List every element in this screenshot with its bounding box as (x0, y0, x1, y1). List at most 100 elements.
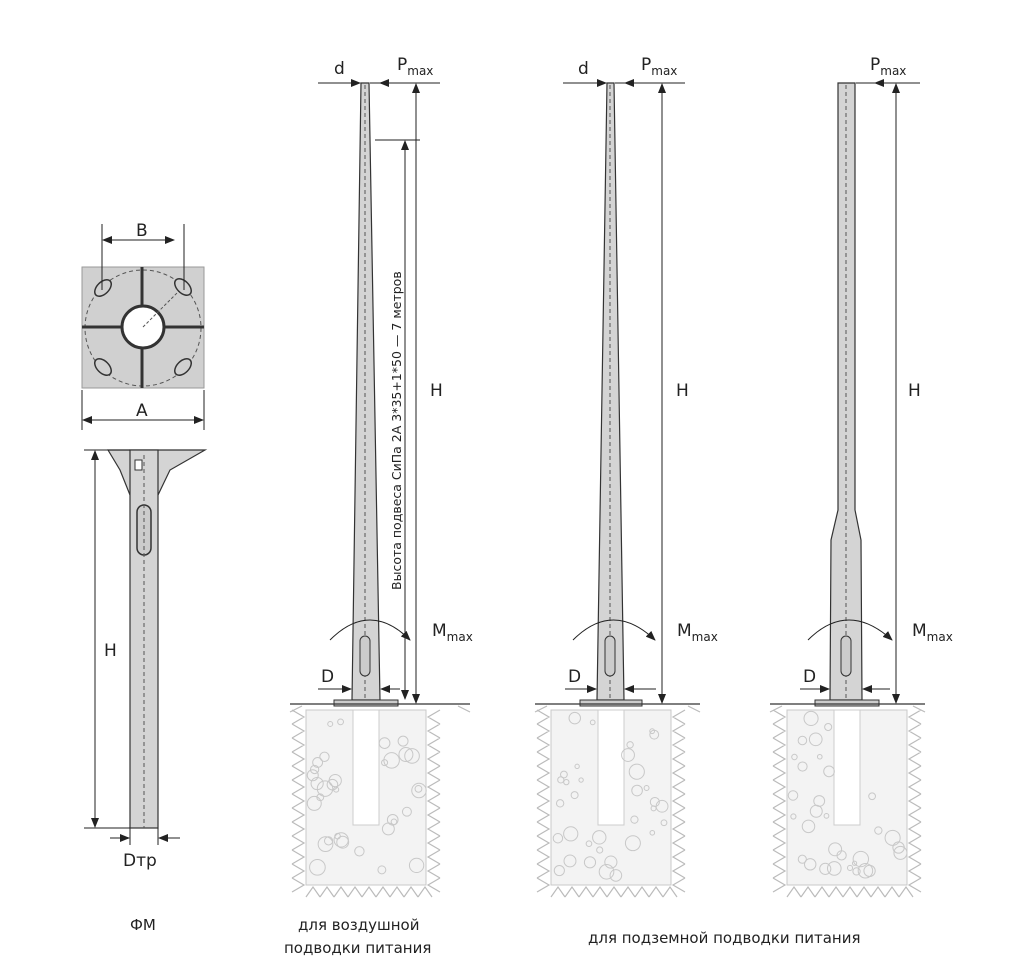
dimension-b-label: B (136, 221, 148, 241)
aggregate (630, 815, 639, 824)
pole-socket (597, 709, 625, 826)
aggregate (589, 719, 596, 726)
aggregate (643, 785, 650, 791)
soil-hatch (534, 705, 701, 898)
aggregate (790, 813, 797, 820)
aggregate (797, 761, 808, 772)
aggregate (819, 862, 832, 875)
aggregate (563, 854, 577, 868)
fm-side-view: H Dтр (84, 449, 208, 871)
aggregate (319, 751, 330, 762)
aggregate (570, 791, 579, 800)
aggregate (803, 710, 819, 727)
aggregate (323, 836, 334, 846)
aggregate (333, 832, 349, 848)
pole2-height-label: H (430, 381, 443, 401)
aggregate (874, 826, 883, 835)
aggregate (631, 784, 643, 797)
foundation-2 (534, 703, 701, 898)
aggregate (552, 833, 564, 844)
aggregate (574, 763, 580, 770)
aggregate (383, 752, 400, 769)
fm-height-label: H (104, 641, 117, 661)
base-diameter-label: D (803, 667, 816, 687)
aggregate (317, 836, 334, 852)
aggregate (649, 829, 656, 836)
pole-socket (352, 709, 380, 826)
foundation-3 (769, 703, 926, 898)
dimension-a-label: A (136, 401, 148, 421)
aggregate (836, 850, 847, 861)
aggregate (378, 737, 391, 749)
caption-overhead-line1: для воздушной (298, 916, 419, 934)
foundations (289, 703, 926, 898)
aggregate (649, 729, 660, 740)
aggregate (801, 819, 816, 834)
aggregate (649, 728, 656, 735)
aggregate (628, 763, 645, 780)
aggregate (408, 857, 425, 874)
aggregate (609, 869, 623, 882)
base-diameter-label: D (568, 667, 581, 687)
aggregate (824, 722, 833, 732)
pole-underground-tapered: d Pmax H Mmax D (563, 55, 718, 707)
top-diameter-label: d (334, 59, 345, 79)
aggregate (626, 741, 634, 749)
aggregate (377, 865, 387, 875)
aggregate (306, 795, 322, 811)
bolt-slots (94, 278, 192, 376)
aggregate (563, 826, 579, 842)
aggregate (397, 735, 409, 747)
aggregate (803, 858, 817, 871)
aggregate (660, 819, 668, 827)
aggregate (401, 806, 412, 817)
pole-underground-stepped: Pmax H Mmax D (800, 55, 953, 707)
aggregate (337, 718, 344, 726)
aggregate (816, 753, 823, 760)
aggregate (585, 840, 593, 848)
aggregate (851, 860, 858, 866)
aggregate (596, 846, 604, 854)
force-label: Pmax (870, 55, 906, 78)
aggregate (328, 773, 342, 788)
suspension-height-label: Высота подвеса СиПа 2А 3*35+1*50 — 7 мет… (389, 271, 404, 590)
caption-overhead-line2: подводки питания (284, 939, 431, 957)
aggregate (381, 759, 389, 767)
foundation-1 (289, 703, 471, 898)
moment-label: Mmax (677, 621, 718, 644)
soil-hatch (289, 705, 471, 898)
aggregate (787, 790, 799, 801)
top-diameter-label: d (578, 59, 589, 79)
moment-label: Mmax (432, 621, 473, 644)
aggregate (598, 863, 615, 880)
aggregate (791, 753, 798, 761)
moment-label: Mmax (912, 621, 953, 644)
aggregate (797, 735, 808, 746)
aggregate (327, 720, 334, 727)
aggregate (309, 859, 326, 876)
aggregate (650, 805, 657, 812)
aggregate (568, 711, 582, 725)
aggregate (316, 780, 334, 797)
aggregate (823, 765, 835, 778)
aggregate (808, 732, 823, 747)
aggregate (655, 799, 669, 813)
aggregate (846, 864, 854, 871)
aggregate (414, 784, 423, 793)
aggregate (852, 867, 861, 876)
aggregate (797, 854, 807, 864)
caption-fm: ФМ (130, 916, 156, 934)
pole4-height-label: H (908, 381, 921, 401)
aggregate (884, 829, 901, 846)
aggregate (309, 764, 320, 775)
aggregate (404, 748, 420, 764)
flange-top-view: B A (81, 221, 205, 430)
pole-overhead-feed: d Pmax Высота подвеса СиПа 2А 3*35+1*50 … (318, 55, 473, 707)
aggregate (411, 782, 427, 799)
force-label: Pmax (641, 55, 677, 78)
aggregate (306, 769, 319, 782)
aggregate (621, 748, 635, 762)
aggregate (398, 747, 414, 763)
aggregate (560, 770, 568, 779)
